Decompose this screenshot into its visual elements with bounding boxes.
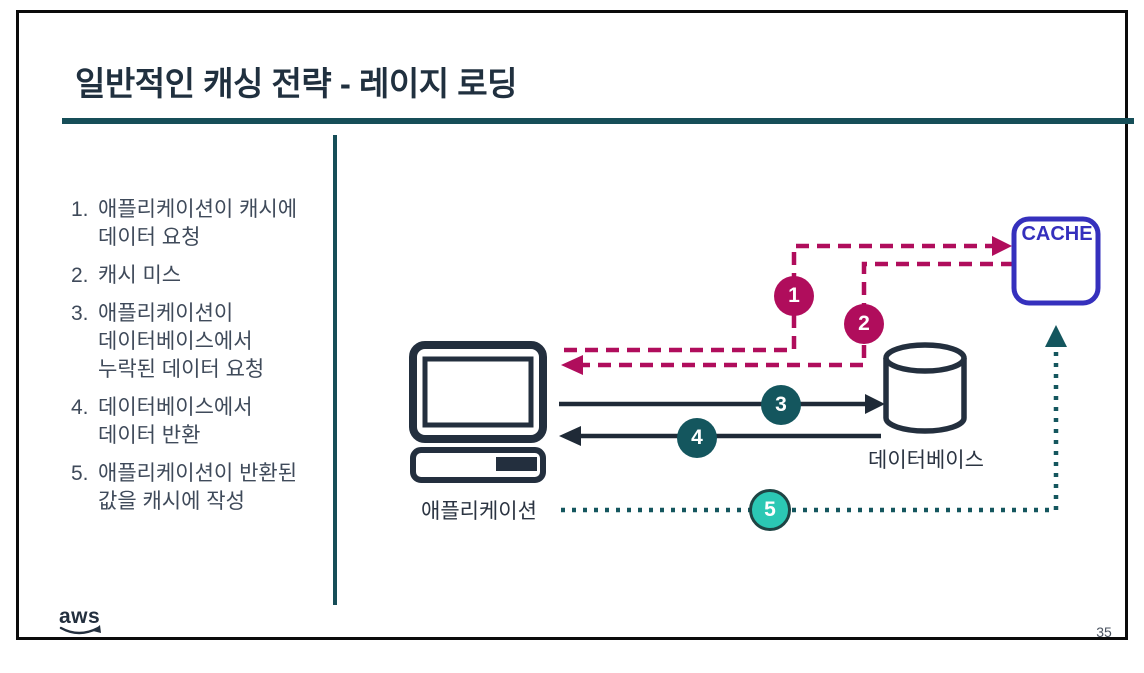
title-underline xyxy=(62,118,1134,124)
step-list: 1. 애플리케이션이 캐시에 데이터 요청 2. 캐시 미스 3. 애플리케이션… xyxy=(71,196,301,526)
slide-canvas: 일반적인 캐싱 전략 - 레이지 로딩 1. 애플리케이션이 캐시에 데이터 요… xyxy=(16,10,1134,641)
application-label: 애플리케이션 xyxy=(421,500,537,523)
database-cylinder-icon xyxy=(883,342,967,434)
step-number: 4. xyxy=(71,396,89,419)
vertical-divider xyxy=(333,135,337,605)
step-number: 5. xyxy=(71,462,89,485)
aws-logo-text: aws xyxy=(59,605,101,628)
step-text: 애플리케이션이 반환된 값을 캐시에 작성 xyxy=(98,462,298,513)
flow-1-arrowhead-icon xyxy=(992,236,1012,256)
step-text: 캐시 미스 xyxy=(98,264,182,287)
badge-step-2: 2 xyxy=(844,304,884,344)
flow-2-arrowhead-icon xyxy=(561,355,583,375)
page-number: 35 xyxy=(1096,624,1112,640)
list-item: 3. 애플리케이션이 데이터베이스에서 누락된 데이터 요청 xyxy=(71,300,301,384)
badge-step-3: 3 xyxy=(761,385,801,425)
list-item: 2. 캐시 미스 xyxy=(71,262,301,290)
list-item: 5. 애플리케이션이 반환된 값을 캐시에 작성 xyxy=(71,460,301,516)
cache-label: CACHE xyxy=(1021,223,1093,245)
list-item: 1. 애플리케이션이 캐시에 데이터 요청 xyxy=(71,196,301,252)
flow-3-arrowhead-icon xyxy=(865,394,885,414)
aws-smile-icon xyxy=(59,625,101,635)
badge-step-5: 5 xyxy=(749,489,791,531)
step-number: 1. xyxy=(71,198,89,221)
database-label: 데이터베이스 xyxy=(868,449,984,472)
list-item: 4. 데이터베이스에서 데이터 반환 xyxy=(71,394,301,450)
aws-logo: aws xyxy=(59,605,109,641)
page-title: 일반적인 캐싱 전략 - 레이지 로딩 xyxy=(75,65,518,102)
application-computer-icon xyxy=(409,341,547,483)
step-text: 애플리케이션이 데이터베이스에서 누락된 데이터 요청 xyxy=(98,302,265,381)
step-text: 애플리케이션이 캐시에 데이터 요청 xyxy=(98,198,298,249)
step-number: 2. xyxy=(71,264,89,287)
step-text: 데이터베이스에서 데이터 반환 xyxy=(98,396,253,447)
flow-5-arrowhead-icon xyxy=(1045,325,1067,347)
flow-4-arrowhead-icon xyxy=(559,426,581,446)
badge-step-1: 1 xyxy=(774,276,814,316)
step-number: 3. xyxy=(71,302,89,325)
badge-step-4: 4 xyxy=(677,418,717,458)
flow-5-arrow xyxy=(561,347,1059,513)
